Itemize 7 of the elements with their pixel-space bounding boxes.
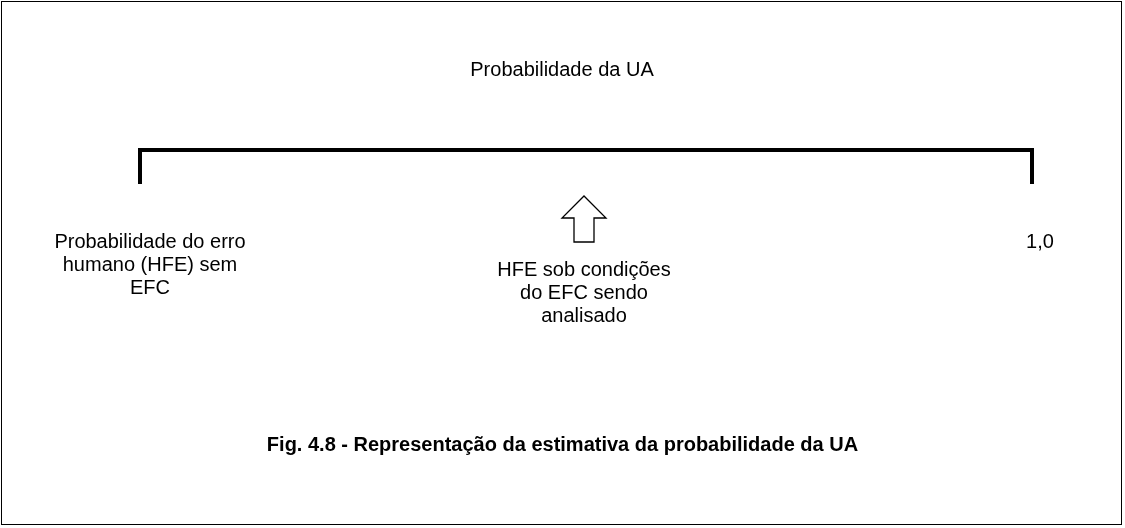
scale-end-label: 1,0 [1025,230,1055,253]
hollow-arrow [560,195,608,243]
scale-bracket [138,148,1034,184]
scale-title: Probabilidade da UA [469,58,655,81]
figure-caption: Fig. 4.8 - Representação da estimativa da probabilidade da UA [265,433,860,456]
scale-point-label: HFE sob condições do EFC sendo analisado [496,258,672,327]
scale-start-label: Probabilidade do erro humano (HFE) sem EFC [53,230,247,299]
